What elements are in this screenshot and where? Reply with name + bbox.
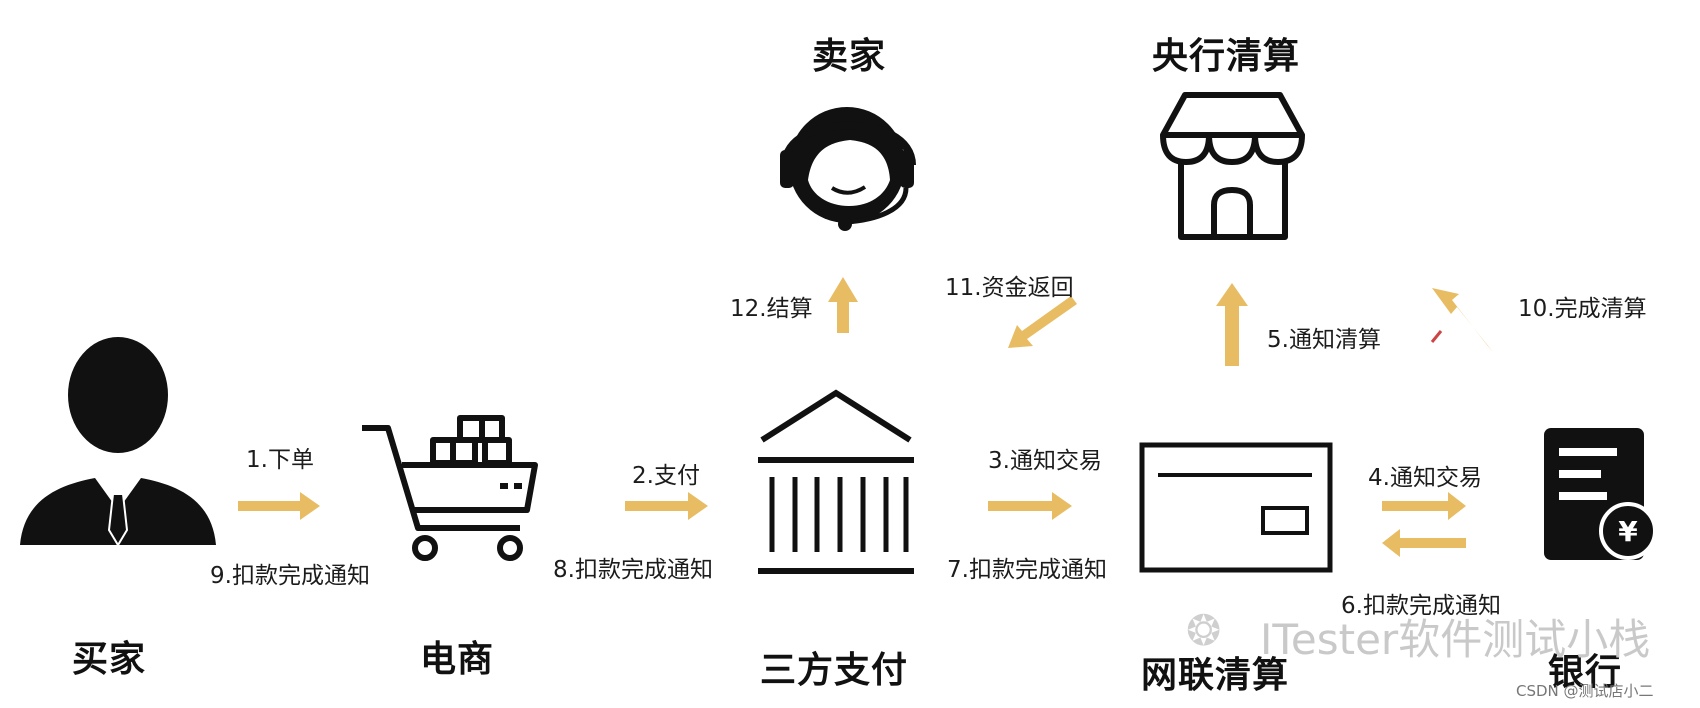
svg-text:¥: ¥ — [1618, 515, 1638, 548]
businessman-icon — [20, 337, 216, 547]
node-label-third-party-pay: 三方支付 — [760, 650, 909, 691]
wechat-icon: ❂ — [1186, 606, 1222, 655]
arrow-1-right — [238, 492, 320, 520]
credit-text: CSDN @测试店小二 — [1516, 682, 1654, 700]
bank-building-icon — [758, 389, 914, 574]
arrow-12-up — [828, 277, 858, 333]
node-label-buyer: 买家 — [72, 639, 147, 680]
step-8-label: 8.扣款完成通知 — [553, 557, 713, 583]
arrows — [238, 277, 1493, 557]
arrow-10-upleft — [1432, 288, 1493, 352]
node-label-ecommerce: 电商 — [420, 639, 495, 680]
card-icon — [1139, 442, 1333, 573]
arrow-2-right — [625, 492, 708, 520]
step-3-label: 3.通知交易 — [988, 448, 1102, 474]
node-label-central-bank: 央行清算 — [1152, 36, 1301, 77]
arrow-3-right — [988, 492, 1072, 520]
step-2-label: 2.支付 — [632, 463, 700, 489]
arrow-6-left — [1382, 529, 1466, 557]
storefront-icon — [1160, 92, 1305, 240]
step-9-label: 9.扣款完成通知 — [210, 563, 370, 589]
arrow-5-up — [1216, 283, 1248, 366]
node-label-bank: 银行 — [1548, 652, 1623, 693]
arrow-11-downleft — [1008, 296, 1077, 348]
watermark-text: ITester软件测试小栈 — [1260, 615, 1651, 664]
cursor-mark — [1430, 330, 1443, 343]
step-10-label: 10.完成清算 — [1518, 296, 1647, 322]
step-1-label: 1.下单 — [246, 447, 314, 473]
headset-agent-icon — [780, 107, 916, 231]
step-4-label: 4.通知交易 — [1368, 465, 1482, 491]
arrow-4-right — [1382, 492, 1466, 520]
step-12-label: 12.结算 — [730, 296, 813, 322]
step-11-label: 11.资金返回 — [945, 275, 1074, 301]
shopping-cart-icon — [362, 415, 538, 561]
step-7-label: 7.扣款完成通知 — [947, 557, 1107, 583]
step-5-label: 5.通知清算 — [1267, 327, 1381, 353]
step-6-label: 6.扣款完成通知 — [1341, 593, 1501, 619]
bill-yuan-icon: ¥ — [1544, 428, 1657, 560]
node-label-netunion: 网联清算 — [1141, 655, 1290, 696]
node-label-seller: 卖家 — [812, 36, 887, 77]
